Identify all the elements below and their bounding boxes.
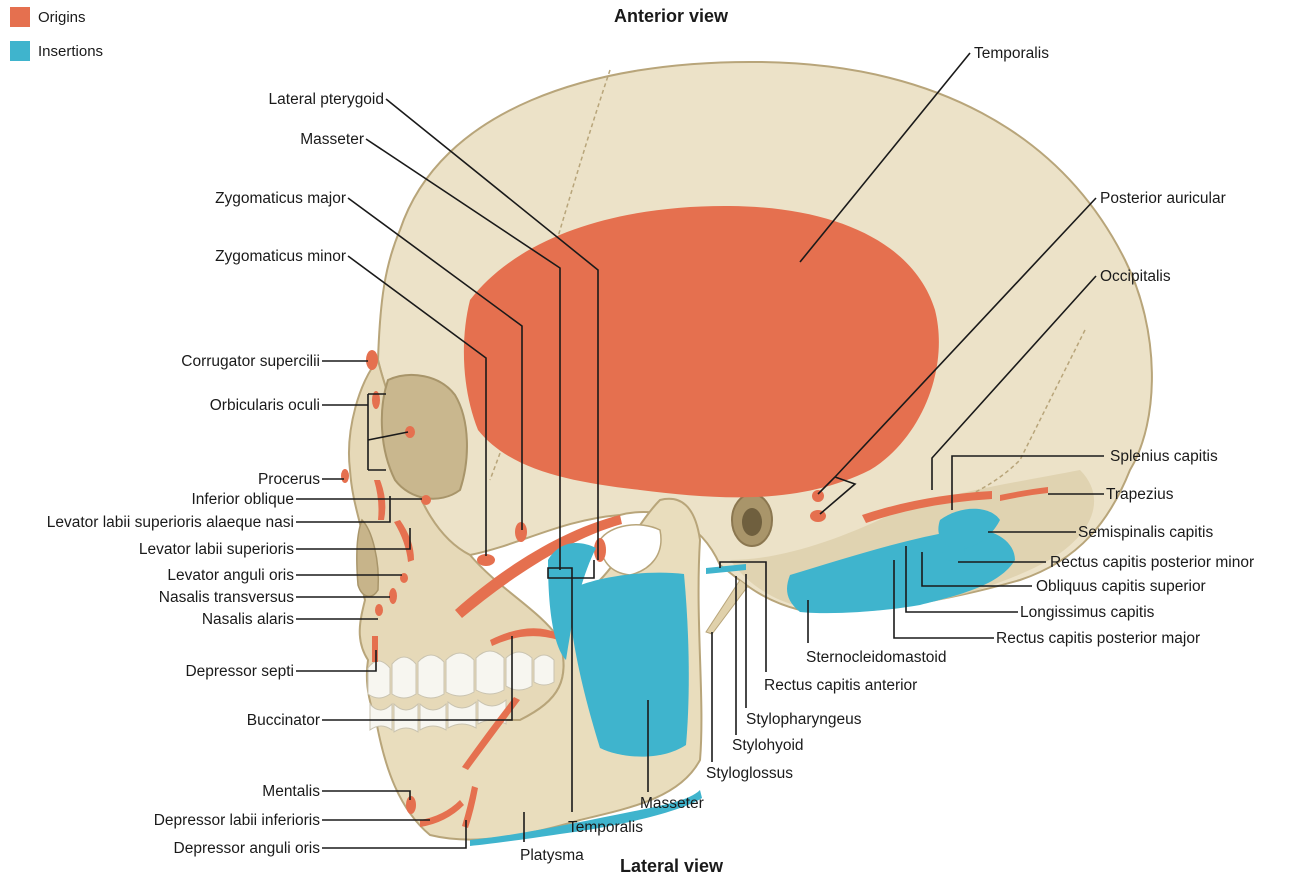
tooth [534, 655, 554, 685]
styloid-process [706, 580, 748, 634]
lateral-pterygoid-origin [594, 538, 606, 562]
label-longissimus-capitis: Longissimus capitis [1020, 604, 1155, 621]
mentalis-origin [406, 796, 416, 814]
label-buccinator: Buccinator [247, 712, 320, 729]
label-occipitalis: Occipitalis [1100, 268, 1171, 285]
label-depressor-septi: Depressor septi [185, 663, 294, 680]
label-mentalis: Mentalis [262, 783, 320, 800]
label-sternocleidomastoid: Sternocleidomastoid [806, 649, 946, 666]
label-inferior-oblique: Inferior oblique [191, 491, 294, 508]
label-splenius-capitis: Splenius capitis [1110, 448, 1218, 465]
label-trapezius: Trapezius [1106, 486, 1174, 503]
label-procerus: Procerus [258, 471, 320, 488]
label-obliquus-capitis-superior: Obliquus capitis superior [1036, 578, 1206, 595]
label-nasalis-alaris: Nasalis alaris [202, 611, 294, 628]
label-lateral-pterygoid: Lateral pterygoid [269, 91, 384, 108]
label-temporalis: Temporalis [974, 45, 1049, 62]
tooth [392, 657, 416, 698]
label-styloglossus: Styloglossus [706, 765, 793, 782]
tooth [506, 652, 532, 690]
label-rectus-capitis-anterior: Rectus capitis anterior [764, 677, 917, 694]
nasalis-alaris-origin [375, 604, 383, 616]
label-rectus-capitis-posterior-minor: Rectus capitis posterior minor [1050, 554, 1254, 571]
depressor-septi-origin [372, 636, 378, 662]
label-rectus-capitis-posterior-major: Rectus capitis posterior major [996, 630, 1200, 647]
label-stylopharyngeus: Stylopharyngeus [746, 711, 862, 728]
label-levator-labii-sup-alaeque: Levator labii superioris alaeque nasi [47, 514, 294, 531]
label-semispinalis-capitis: Semispinalis capitis [1078, 524, 1213, 541]
label-orbicularis-oculi: Orbicularis oculi [210, 397, 320, 414]
label-depressor-labii-inferioris: Depressor labii inferioris [154, 812, 321, 829]
posterior-auricular-origin [812, 490, 824, 502]
tooth [368, 661, 390, 698]
inferior-oblique-origin [421, 495, 431, 505]
label-posterior-auricular: Posterior auricular [1100, 190, 1226, 207]
label-corrugator-supercilii: Corrugator supercilii [181, 353, 320, 370]
label-masseter-lower: Masseter [640, 795, 704, 812]
label-zygomaticus-minor: Zygomaticus minor [215, 248, 346, 265]
procerus-origin [341, 469, 349, 483]
tooth [418, 655, 444, 698]
label-masseter: Masseter [300, 131, 364, 148]
label-zygomaticus-major: Zygomaticus major [215, 190, 346, 207]
nasalis-transversus-origin [389, 588, 397, 604]
tooth [446, 653, 474, 696]
orbit [382, 375, 467, 499]
tooth [476, 651, 504, 694]
label-levator-labii-sup: Levator labii superioris [139, 541, 294, 558]
label-depressor-anguli-oris: Depressor anguli oris [174, 840, 321, 857]
temporalis-origin [464, 206, 939, 497]
label-platysma: Platysma [520, 847, 584, 864]
label-nasalis-transversus: Nasalis transversus [159, 589, 294, 606]
label-levator-anguli-oris: Levator anguli oris [167, 567, 294, 584]
ear-canal-inner [742, 508, 762, 536]
corrugator-supercilii-origin [366, 350, 378, 370]
zygomaticus-major-origin [515, 522, 527, 542]
label-stylohyoid: Stylohyoid [732, 737, 804, 754]
label-temporalis-lower: Temporalis [568, 819, 643, 836]
